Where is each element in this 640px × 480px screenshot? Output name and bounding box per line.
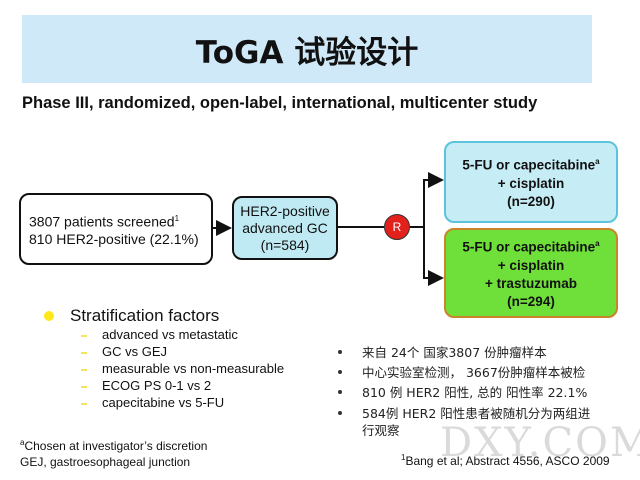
bullet-icon <box>338 390 342 394</box>
arm-line: 5-FU or capecitabine <box>462 157 596 173</box>
arm-line: + cisplatin <box>497 257 565 273</box>
her2-positive-count: 810 HER2-positive (22.1%) <box>29 231 199 248</box>
strat-item: measurable vs non-measurable <box>102 361 285 376</box>
her2-population-box: HER2-positive advanced GC (n=584) <box>232 196 338 260</box>
note-item: 810 例 HER2 阳性, 总的 阳性率 22.1% <box>362 385 588 400</box>
randomization-node: R <box>384 214 410 240</box>
footnote-marker: 1 <box>401 453 406 462</box>
footnote-marker: a <box>595 157 600 167</box>
reference-text: Bang et al; Abstract 4556, ASCO 2009 <box>405 454 610 468</box>
strat-item: capecitabine vs 5-FU <box>102 395 225 410</box>
title-banner: ToGA 试验设计 <box>22 15 592 83</box>
bullet-icon <box>338 350 342 354</box>
stratification-title: Stratification factors <box>70 306 220 325</box>
bullet-icon <box>338 370 342 374</box>
footnote-marker: 1 <box>174 213 180 223</box>
arm-line: + trastuzumab <box>485 275 577 291</box>
dash-icon <box>81 403 87 405</box>
note-item: 584例 HER2 阳性患者被随机分为两组进 <box>362 406 591 421</box>
her2-line: HER2-positive <box>240 202 330 219</box>
reference: 1Bang et al; Abstract 4556, ASCO 2009 <box>401 453 610 468</box>
slide-title: ToGA 试验设计 <box>195 34 419 71</box>
watermark: DXY.COM <box>440 420 640 466</box>
bullet-icon <box>338 411 342 415</box>
trastuzumab-arm-box: 5-FU or capecitabinea + cisplatin + tras… <box>444 228 618 318</box>
strat-item: ECOG PS 0-1 vs 2 <box>102 378 212 393</box>
arm-line: (n=294) <box>507 293 555 309</box>
strat-item: advanced vs metastatic <box>102 327 238 342</box>
arm-line: (n=290) <box>507 193 555 209</box>
dash-icon <box>81 352 87 354</box>
footnote-gej: GEJ, gastroesophageal junction <box>20 455 191 469</box>
dash-icon <box>81 335 87 337</box>
screened-text: 3807 patients screened <box>29 213 175 230</box>
arm-line: 5-FU or capecitabine <box>462 239 596 255</box>
note-item: 中心实验室检测， 3667份肿瘤样本被检 <box>362 365 586 380</box>
note-item: 来自 24个 国家3807 份肿瘤样本 <box>362 345 547 360</box>
study-subtitle: Phase III, randomized, open-label, inter… <box>22 94 538 112</box>
strat-item: GC vs GEJ <box>102 344 168 359</box>
footnote-marker: a <box>595 239 600 249</box>
dash-icon <box>81 369 87 371</box>
her2-line: advanced GC <box>242 219 328 236</box>
her2-line: (n=584) <box>260 236 310 253</box>
footnote-text: Chosen at investigator’s discretion <box>24 439 208 453</box>
control-arm-box: 5-FU or capecitabinea + cisplatin (n=290… <box>444 141 618 223</box>
screening-box: 3807 patients screened1 810 HER2-positiv… <box>19 193 213 265</box>
arm-line: + cisplatin <box>497 175 565 191</box>
footnote-marker: a <box>20 438 25 447</box>
bullet-icon <box>44 311 54 321</box>
dash-icon <box>81 386 87 388</box>
note-item-continued: 行观察 <box>362 423 400 438</box>
footnote-a: aChosen at investigator’s discretion <box>20 438 207 453</box>
